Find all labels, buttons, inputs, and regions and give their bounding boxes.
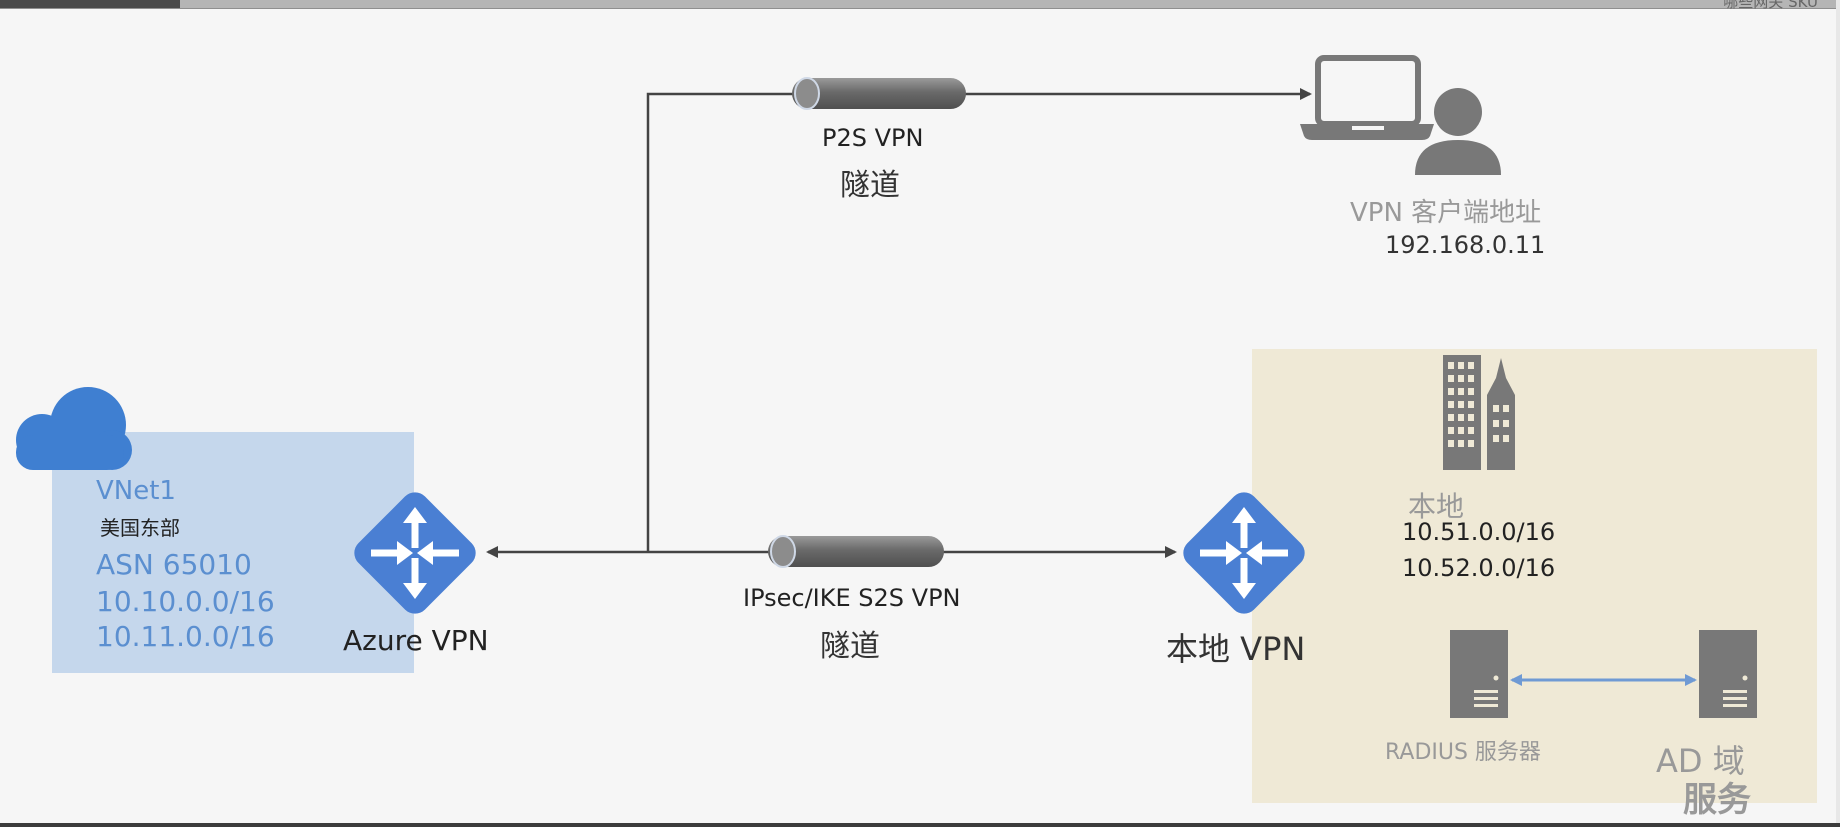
- cloud-icon: [16, 387, 132, 470]
- vnet-prefix: 10.11.0.0/16: [96, 620, 275, 653]
- server-icon: [1450, 630, 1508, 718]
- top-bar-dark-segment: [0, 0, 180, 8]
- p2s-link-line: [646, 88, 1312, 552]
- bottom-band: [0, 823, 1840, 827]
- onprem-vpn-label: 本地 VPN: [1166, 630, 1306, 668]
- router-icon: [1183, 492, 1305, 614]
- client-label: VPN 客户端地址: [1350, 198, 1542, 228]
- user-icon: [1415, 88, 1501, 175]
- pipe-icon: [768, 535, 944, 568]
- vnet-asn: ASN 65010: [96, 548, 252, 581]
- vnet-region-box: [52, 432, 414, 673]
- azure-vpn-label: Azure VPN: [343, 624, 489, 657]
- top-bar: 哪些网关 SKU: [0, 0, 1840, 11]
- ad-server-label-line2: 服务: [1683, 780, 1751, 820]
- title-fragment: 哪些网关 SKU: [1723, 0, 1818, 11]
- laptop-icon: [1300, 55, 1434, 140]
- vnet-name: VNet1: [96, 476, 176, 506]
- onprem-label: 本地: [1408, 490, 1465, 523]
- building-icon: [1443, 355, 1515, 470]
- server-icon: [1699, 630, 1757, 718]
- right-edge-strip: [1836, 0, 1840, 827]
- s2s-tunnel-label: IPsec/IKE S2S VPN: [743, 584, 961, 612]
- radius-server-label: RADIUS 服务器: [1385, 740, 1541, 765]
- pipe-icon: [792, 77, 966, 110]
- onprem-prefix: 10.52.0.0/16: [1402, 554, 1556, 582]
- client-address: 192.168.0.11: [1385, 231, 1546, 259]
- ad-server-label-line1: AD 域: [1656, 742, 1745, 780]
- onprem-prefix: 10.51.0.0/16: [1402, 518, 1556, 546]
- vnet-prefix: 10.10.0.0/16: [96, 585, 275, 618]
- p2s-tunnel-label: P2S VPN: [822, 124, 924, 152]
- onprem-region-box: [1252, 349, 1817, 803]
- router-icon: [354, 492, 476, 614]
- vnet-region: 美国东部: [100, 516, 180, 540]
- s2s-tunnel-sub: 隧道: [820, 629, 880, 664]
- p2s-tunnel-sub: 隧道: [840, 168, 900, 203]
